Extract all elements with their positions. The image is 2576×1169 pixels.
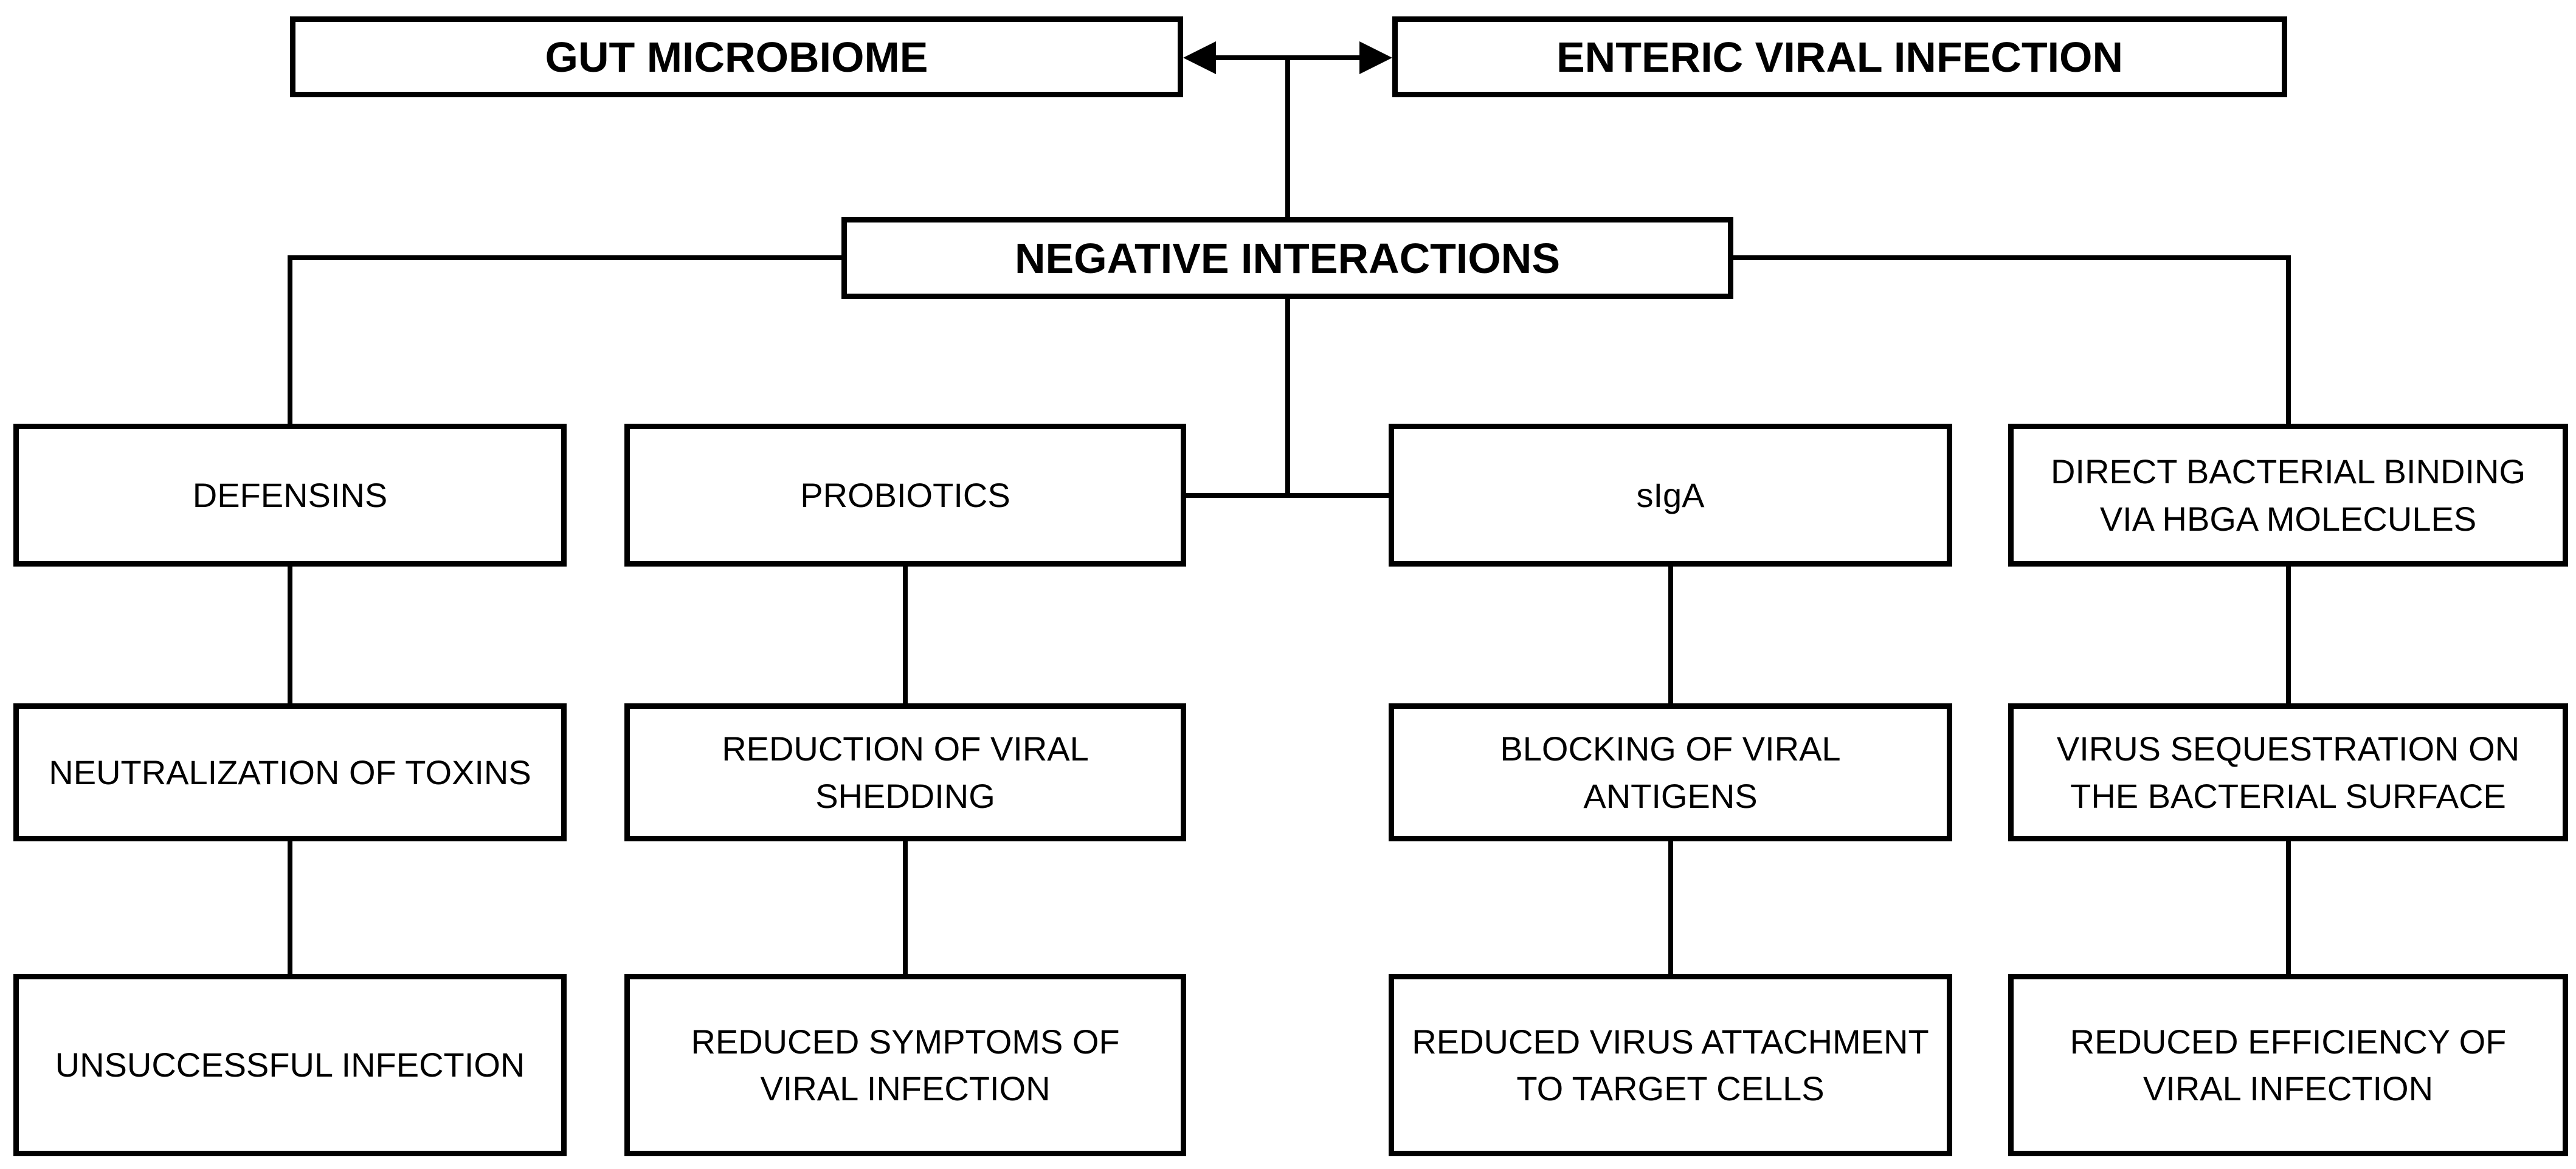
arrow-left-icon [1183,41,1216,74]
mechanism-siga-box: sIgA [1389,424,1952,567]
connector-right-branch-horizontal [1733,255,2291,260]
gut-microbiome-label: GUT MICROBIOME [545,33,928,81]
connector-col2-row4-row5 [903,841,908,974]
outcome-reduced-efficiency-label: REDUCED EFFICIENCY OF VIRAL INFECTION [2070,1022,2507,1108]
effect-virus-sequestration-label: VIRUS SEQUESTRATION ON THE BACTERIAL SUR… [2056,729,2520,815]
effect-antigen-blocking-box: BLOCKING OF VIRAL ANTIGENS [1389,703,1952,841]
mechanism-defensins-label: DEFENSINS [192,475,388,514]
connector-col2-row3-row4 [903,567,908,703]
mechanism-siga-label: sIgA [1636,475,1705,514]
effect-antigen-blocking-label: BLOCKING OF VIRAL ANTIGENS [1500,729,1841,815]
enteric-viral-infection-label: ENTERIC VIRAL INFECTION [1556,33,2124,81]
mechanism-probiotics-label: PROBIOTICS [800,475,1010,514]
outcome-reduced-attachment-box: REDUCED VIRUS ATTACHMENT TO TARGET CELLS [1389,974,1952,1156]
outcome-reduced-efficiency-box: REDUCED EFFICIENCY OF VIRAL INFECTION [2008,974,2568,1156]
outcome-reduced-symptoms-box: REDUCED SYMPTOMS OF VIRAL INFECTION [624,974,1186,1156]
negative-interactions-label: NEGATIVE INTERACTIONS [1014,234,1561,282]
arrow-right-icon [1359,41,1392,74]
effect-shedding-reduction-box: REDUCTION OF VIRAL SHEDDING [624,703,1186,841]
connector-right-branch-vertical [2286,255,2291,424]
mechanism-defensins-box: DEFENSINS [13,424,567,567]
effect-virus-sequestration-box: VIRUS SEQUESTRATION ON THE BACTERIAL SUR… [2008,703,2568,841]
connector-col3-row4-row5 [1668,841,1673,974]
mechanism-hbga-binding-label: DIRECT BACTERIAL BINDING VIA HBGA MOLECU… [2050,452,2526,538]
outcome-reduced-symptoms-label: REDUCED SYMPTOMS OF VIRAL INFECTION [691,1022,1120,1108]
connector-center-horizontal [1186,493,1389,498]
mechanism-hbga-binding-box: DIRECT BACTERIAL BINDING VIA HBGA MOLECU… [2008,424,2568,567]
connector-col4-row3-row4 [2286,567,2291,703]
outcome-unsuccessful-infection-label: UNSUCCESSFUL INFECTION [55,1046,525,1085]
outcome-unsuccessful-infection-box: UNSUCCESSFUL INFECTION [13,974,567,1156]
connector-left-branch-vertical [288,255,292,424]
connector-col1-row4-row5 [288,841,292,974]
effect-neutralization-box: NEUTRALIZATION OF TOXINS [13,703,567,841]
connector-center-drop-vertical [1285,299,1290,498]
effect-neutralization-label: NEUTRALIZATION OF TOXINS [49,753,531,791]
gut-microbiome-box: GUT MICROBIOME [290,16,1183,97]
connector-left-branch-horizontal [288,255,841,260]
negative-interactions-box: NEGATIVE INTERACTIONS [841,217,1733,299]
connector-col3-row3-row4 [1668,567,1673,703]
enteric-viral-infection-box: ENTERIC VIRAL INFECTION [1392,16,2287,97]
mechanism-probiotics-box: PROBIOTICS [624,424,1186,567]
outcome-reduced-attachment-label: REDUCED VIRUS ATTACHMENT TO TARGET CELLS [1412,1022,1929,1108]
connector-col4-row4-row5 [2286,841,2291,974]
effect-shedding-reduction-label: REDUCTION OF VIRAL SHEDDING [722,729,1089,815]
connector-arrow-to-negative [1285,58,1290,217]
connector-col1-row3-row4 [288,567,292,703]
